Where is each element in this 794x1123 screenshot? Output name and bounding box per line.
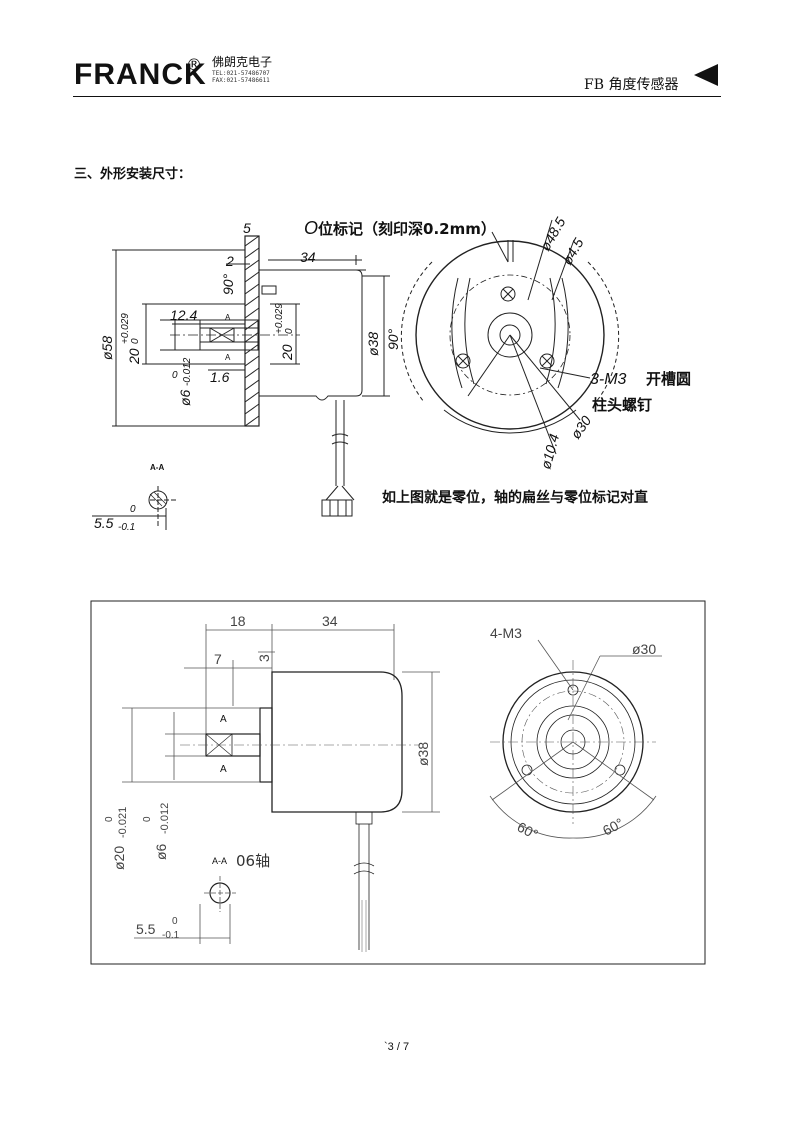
- dim-90a: 90°: [220, 273, 236, 295]
- shaft-dim: 5.5: [94, 515, 114, 531]
- dim2-6-tol: -0.012: [159, 803, 171, 834]
- dim-6: ø6: [177, 389, 193, 406]
- zero-position-note: 如上图就是零位，轴的扁丝与零位标记对直: [382, 489, 648, 506]
- dim2-38: ø38: [415, 742, 431, 766]
- section-heading: 三、外形安装尺寸：: [74, 167, 192, 182]
- dim-5: 5: [243, 220, 251, 236]
- dim2-shaft-name: 06轴: [236, 852, 270, 870]
- shaft-dim-tol: -0.1: [118, 522, 135, 533]
- dim-38: ø38: [365, 332, 381, 356]
- dim-20b: 20: [279, 344, 295, 361]
- dim2-angle-a: 60°: [515, 819, 541, 843]
- dim2-20-zero: 0: [104, 816, 115, 822]
- section-mark-a-bottom: A: [225, 353, 231, 362]
- dim-58: ø58: [99, 336, 115, 360]
- dim2-34: 34: [322, 613, 338, 629]
- header-rule: [73, 96, 721, 97]
- dim2-shaft-dim: 5.5: [136, 921, 156, 937]
- page-number: `3 / 7: [384, 1041, 410, 1053]
- dim2-3: 3: [256, 654, 272, 662]
- company-name: 佛朗克电子: [212, 55, 273, 69]
- dim2-7: 7: [214, 651, 222, 667]
- shaft-dim-zero: 0: [130, 504, 136, 515]
- dim-20a: 20: [126, 348, 142, 365]
- dim-2: 2: [225, 253, 234, 269]
- brand-logo: FRANCK: [74, 58, 207, 91]
- dim2-shaft-tol: -0.1: [162, 930, 180, 941]
- company-fax: FAX:021-57486611: [212, 77, 270, 84]
- dim2-screw: 4-M3: [490, 625, 522, 641]
- screw-type-b: 柱头螺钉: [592, 396, 652, 414]
- dim-20a-tol2: 0: [130, 338, 141, 344]
- dim2-section-a-top: A: [220, 714, 227, 725]
- zero-mark-o: O: [304, 218, 318, 238]
- section-a-a-label: A-A: [150, 463, 164, 472]
- dim2-6-zero: 0: [142, 816, 153, 822]
- dim-20b-tol: +0.029: [274, 303, 285, 334]
- dim-20b-tol2: 0: [284, 328, 295, 334]
- screw-spec: 3-M3: [590, 371, 627, 388]
- screw-type-a: 开槽圆: [646, 370, 691, 388]
- dim2-shaft-zero: 0: [172, 916, 178, 927]
- document-title: FB 角度传感器: [584, 77, 679, 93]
- dim2-20: ø20: [111, 846, 127, 870]
- dim2-angle-b: 60°: [600, 815, 626, 839]
- registered-mark: ®: [186, 55, 202, 74]
- section-mark-a-top: A: [225, 313, 231, 322]
- dim-6-zero: 0: [172, 370, 178, 381]
- dim2-6: ø6: [153, 843, 169, 860]
- dim2-30: ø30: [632, 641, 656, 657]
- dim-34: 34: [300, 249, 316, 265]
- dim-90b: 90°: [385, 328, 401, 350]
- dim2-section-a-a: A-A: [212, 856, 227, 866]
- zero-mark-label: 位标记（刻印深0.2mm）: [318, 220, 496, 238]
- dim-20a-tol: +0.029: [120, 313, 131, 344]
- dim2-18: 18: [230, 613, 246, 629]
- dim-12-4: 12.4: [170, 307, 197, 323]
- dim2-section-a-bottom: A: [220, 764, 227, 775]
- dim2-20-tol: -0.021: [117, 807, 129, 838]
- dim-6-tol: -0.012: [182, 357, 193, 386]
- dim-1-6: 1.6: [210, 369, 230, 385]
- company-tel: TEL:021-57486707: [212, 70, 270, 77]
- company-contact: TEL:021-57486707 FAX:021-57486611: [212, 70, 270, 84]
